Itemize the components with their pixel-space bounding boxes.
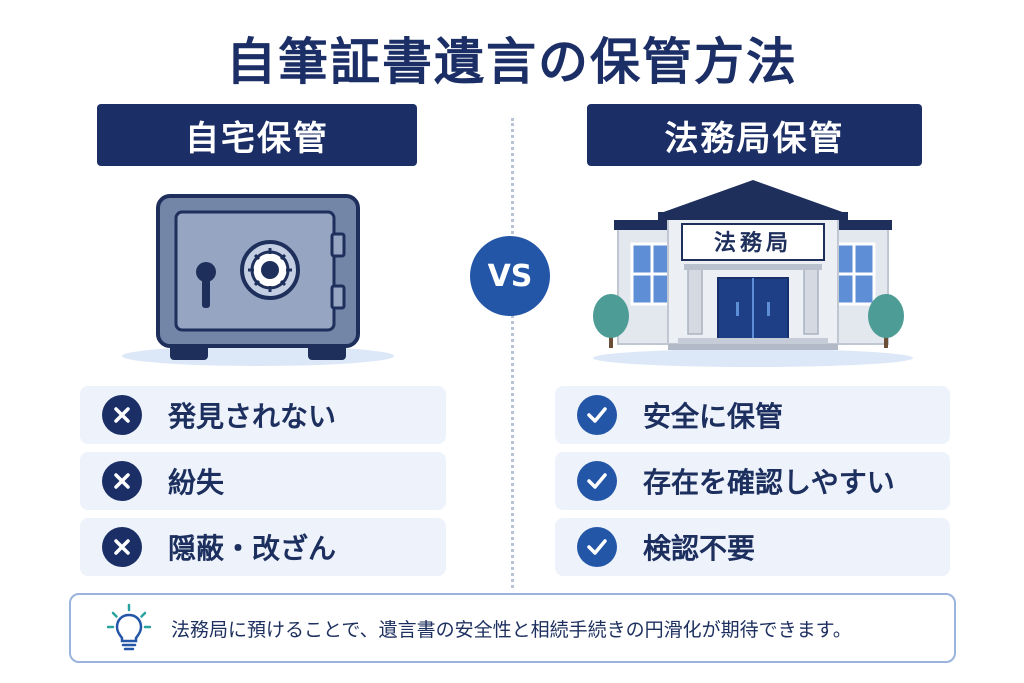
item-label: 発見されない [168, 400, 337, 433]
item-label: 紛失 [168, 466, 225, 499]
item-label: 存在を確認しやすい [643, 466, 895, 499]
building-sign-text: 法務局 [714, 230, 792, 256]
item-label: 隠蔽・改ざん [168, 532, 337, 565]
item-label: 検認不要 [643, 532, 756, 565]
list-item-no-probate: 検認不要 [555, 518, 950, 576]
check-circle-icon [577, 395, 617, 435]
note-text: 法務局に預けることで、遺言書の安全性と相続手続きの円滑化が期待できます。 [171, 618, 852, 641]
list-item-safe-storage: 安全に保管 [555, 386, 950, 444]
check-circle-icon [577, 527, 617, 567]
info-note: 法務局に預けることで、遺言書の安全性と相続手続きの円滑化が期待できます。 [69, 593, 956, 663]
legal-bureau-storage-header: 法務局保管 [587, 104, 922, 166]
safe-illustration [118, 190, 398, 370]
safe-icon [122, 194, 394, 366]
building-icon: 法務局 [593, 180, 913, 367]
list-item-easy-to-confirm: 存在を確認しやすい [555, 452, 950, 510]
home-storage-header: 自宅保管 [97, 104, 417, 166]
legal-bureau-building-illustration: 法務局 [588, 178, 918, 370]
item-label: 安全に保管 [643, 400, 784, 433]
x-circle-icon [102, 461, 142, 501]
check-circle-icon [577, 461, 617, 501]
center-divider [511, 118, 514, 588]
list-item-not-found: 発見されない [80, 386, 446, 444]
lightbulb-icon [106, 603, 152, 653]
list-item-loss: 紛失 [80, 452, 446, 510]
x-circle-icon [102, 527, 142, 567]
x-circle-icon [102, 395, 142, 435]
page-title: 自筆証書遺言の保管方法 [226, 33, 798, 91]
vs-badge: VS [470, 236, 550, 316]
list-item-tampering: 隠蔽・改ざん [80, 518, 446, 576]
